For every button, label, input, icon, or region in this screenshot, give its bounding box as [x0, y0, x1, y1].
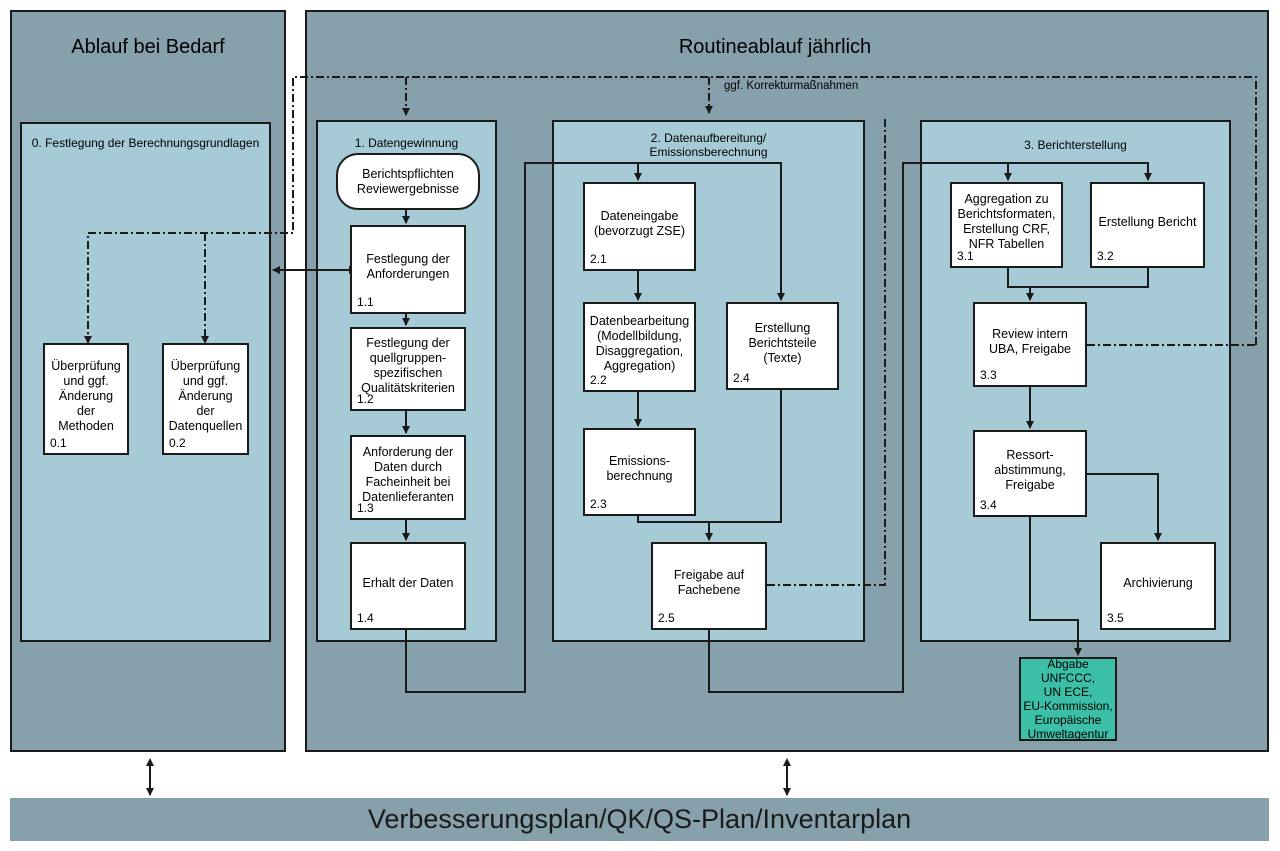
- step-2-4-text: Erstellung Berichtsteile (Texte): [748, 320, 817, 365]
- submission-text: Abgabe UNFCCC, UN ECE, EU-Kommission, Eu…: [1023, 657, 1113, 741]
- step-2-3[interactable]: Emissions- berechnung 2.3: [583, 428, 696, 516]
- step-3-4-num: 3.4: [980, 498, 997, 512]
- step-3-4[interactable]: Ressort- abstimmung, Freigabe 3.4: [973, 430, 1087, 517]
- step-0-2-num: 0.2: [169, 436, 186, 450]
- step-3-1-text: Aggregation zu Berichtsformaten, Erstell…: [957, 192, 1056, 251]
- step-1-1[interactable]: Festlegung der Anforderungen 1.1: [350, 225, 466, 314]
- step-3-3-num: 3.3: [980, 368, 997, 382]
- step-3-5-text: Archivierung: [1123, 575, 1193, 590]
- step-3-5-num: 3.5: [1107, 611, 1124, 625]
- group-3-title: 3. Berichterstellung: [1024, 138, 1127, 152]
- improvement-plan-text: Verbesserungsplan/QK/QS-Plan/Inventarpla…: [367, 804, 912, 834]
- step-2-3-text: Emissions- berechnung: [606, 454, 673, 483]
- step-1-2-text: Festlegung der quellgruppen- spezifische…: [361, 336, 455, 395]
- routine-title: Routineablauf jährlich: [678, 36, 872, 58]
- step-3-2-num: 3.2: [1097, 249, 1114, 263]
- step-0-2[interactable]: Überprüfung und ggf. Änderung der Datenq…: [162, 343, 249, 455]
- step-0-1-text: Überprüfung und ggf. Änderung der Method…: [51, 358, 121, 433]
- step-1-4-text: Erhalt der Daten: [362, 575, 454, 590]
- on-demand-title: Ablauf bei Bedarf: [71, 36, 225, 58]
- step-3-3-text: Review intern UBA, Freigabe: [989, 326, 1071, 356]
- step-2-1-num: 2.1: [590, 252, 607, 266]
- step-2-2-num: 2.2: [590, 373, 607, 387]
- step-3-4-text: Ressort- abstimmung, Freigabe: [994, 448, 1066, 492]
- review-terminal[interactable]: Berichtspflichten Reviewergebnisse: [336, 153, 480, 210]
- step-0-1-num: 0.1: [50, 436, 67, 450]
- correction-label: ggf. Korrekturmaßnahmen: [724, 80, 859, 92]
- group-1-title: 1. Datengewinnung: [354, 136, 459, 150]
- step-2-5[interactable]: Freigabe auf Fachebene 2.5: [651, 542, 767, 630]
- step-2-5-num: 2.5: [658, 611, 675, 625]
- step-3-2[interactable]: Erstellung Bericht 3.2: [1090, 182, 1205, 268]
- step-3-3[interactable]: Review intern UBA, Freigabe 3.3: [973, 302, 1087, 387]
- step-0-2-text: Überprüfung und ggf. Änderung der Datenq…: [168, 358, 243, 433]
- step-1-3-text: Anforderung der Daten durch Facheinheit …: [362, 444, 454, 504]
- step-3-1[interactable]: Aggregation zu Berichtsformaten, Erstell…: [950, 182, 1063, 268]
- step-3-2-text: Erstellung Bericht: [1098, 214, 1197, 229]
- step-1-2-num: 1.2: [357, 392, 374, 406]
- step-0-1[interactable]: Überprüfung und ggf. Änderung der Method…: [43, 343, 129, 455]
- step-1-3-num: 1.3: [357, 501, 374, 515]
- step-1-2[interactable]: Festlegung der quellgruppen- spezifische…: [350, 327, 466, 411]
- submission-box[interactable]: Abgabe UNFCCC, UN ECE, EU-Kommission, Eu…: [1019, 657, 1117, 741]
- step-2-3-num: 2.3: [590, 497, 607, 511]
- step-2-1[interactable]: Dateneingabe (bevorzugt ZSE) 2.1: [583, 182, 696, 271]
- step-1-3[interactable]: Anforderung der Daten durch Facheinheit …: [350, 435, 466, 520]
- review-terminal-text: Berichtspflichten Reviewergebnisse: [356, 166, 460, 196]
- step-2-4[interactable]: Erstellung Berichtsteile (Texte) 2.4: [726, 302, 839, 390]
- step-2-5-text: Freigabe auf Fachebene: [673, 568, 745, 597]
- step-2-2-text: Datenbearbeitung (Modellbildung, Disaggr…: [589, 314, 690, 373]
- step-1-4[interactable]: Erhalt der Daten 1.4: [350, 542, 466, 630]
- step-2-4-num: 2.4: [733, 371, 750, 385]
- group-0-title: 0. Festlegung der Berechnungsgrundlagen: [31, 136, 260, 150]
- step-2-2[interactable]: Datenbearbeitung (Modellbildung, Disaggr…: [583, 302, 696, 392]
- step-1-4-num: 1.4: [357, 611, 374, 625]
- step-2-1-text: Dateneingabe (bevorzugt ZSE): [593, 208, 685, 238]
- step-1-1-text: Festlegung der Anforderungen: [366, 251, 450, 281]
- step-3-5[interactable]: Archivierung 3.5: [1100, 542, 1216, 630]
- group-2-title: 2. Datenaufbereitung/ Emissionsberechnun…: [649, 131, 768, 159]
- step-1-1-num: 1.1: [357, 295, 374, 309]
- improvement-plan-bar[interactable]: Verbesserungsplan/QK/QS-Plan/Inventarpla…: [10, 798, 1269, 841]
- step-3-1-num: 3.1: [957, 249, 974, 263]
